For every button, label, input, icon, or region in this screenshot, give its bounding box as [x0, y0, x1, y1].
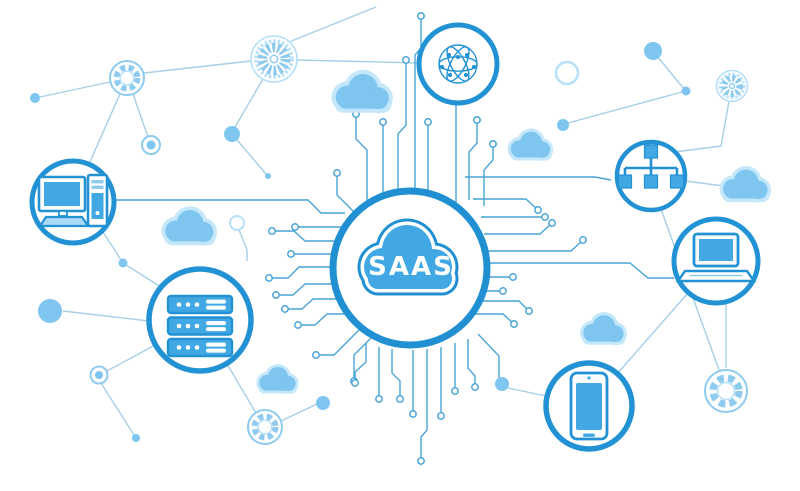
server-rack-node — [146, 266, 254, 374]
smartphone-node — [543, 360, 635, 452]
saas-hub: SAAS — [329, 187, 491, 349]
node-dots — [30, 42, 691, 442]
cloud-shape — [719, 166, 772, 203]
desktop-computer-icon — [37, 173, 109, 228]
globe-network-node — [416, 22, 500, 106]
laptop-node — [671, 216, 761, 306]
gear-icon — [250, 35, 298, 83]
cloud-shape — [331, 69, 393, 114]
gear-icon — [715, 69, 749, 103]
gear-icon — [247, 409, 283, 445]
globe-network-icon — [438, 44, 478, 84]
cloud-shape — [161, 206, 218, 246]
circuit-traces — [114, 12, 674, 465]
network-hierarchy-icon — [617, 144, 685, 189]
cloud-shape — [580, 312, 627, 346]
gear-icon — [704, 369, 748, 413]
desktop-computer-node — [29, 158, 117, 246]
cloud-shape — [256, 364, 299, 394]
cloud-shape — [507, 128, 554, 161]
network-hierarchy-node — [614, 139, 688, 213]
gear-icon — [109, 60, 145, 96]
smartphone-icon — [569, 371, 609, 441]
saas-label: SAAS — [368, 252, 454, 282]
laptop-icon — [675, 232, 757, 283]
server-rack-icon — [166, 294, 234, 358]
